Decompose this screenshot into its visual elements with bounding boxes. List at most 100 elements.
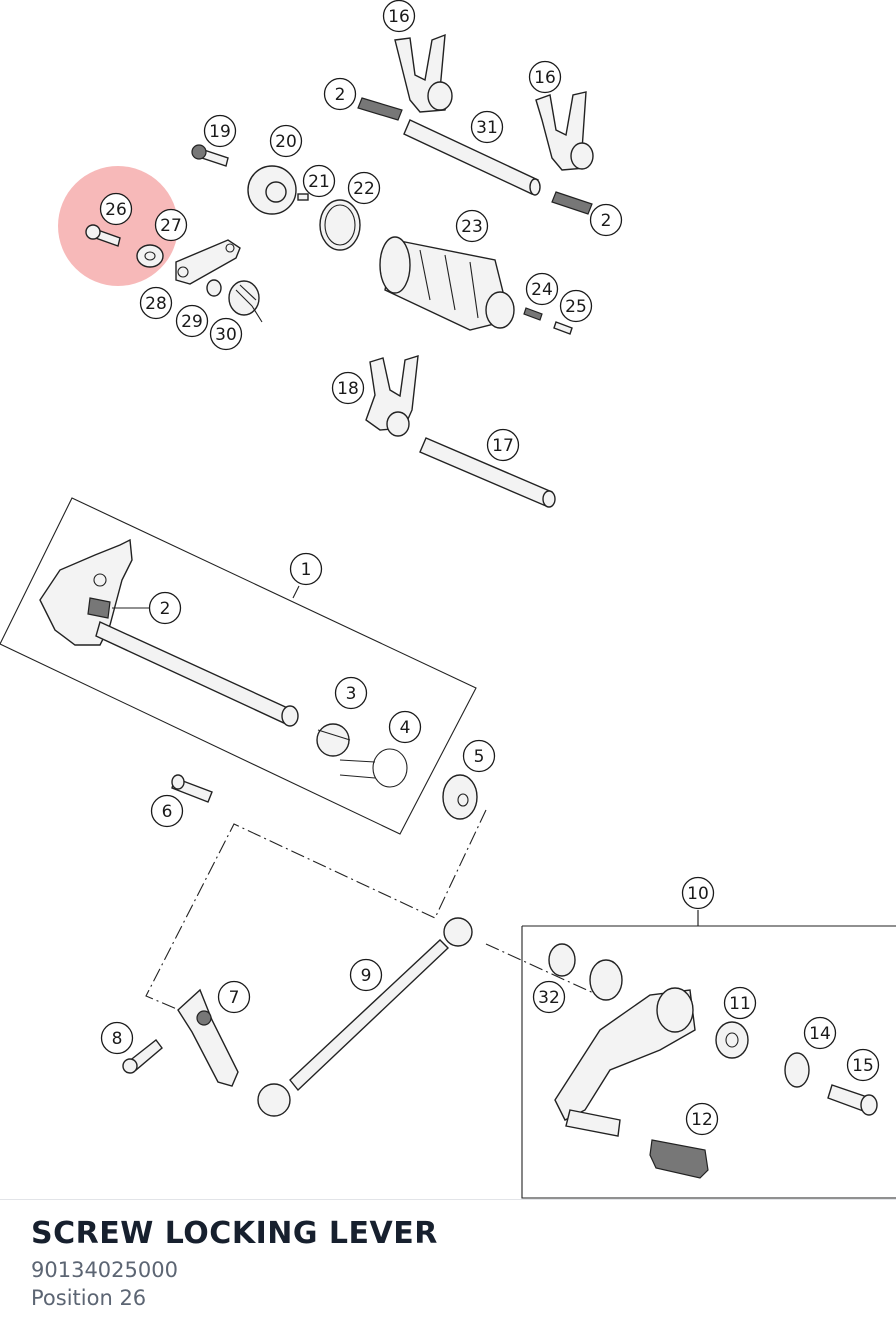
part-clip-3[interactable] (316, 723, 351, 757)
footer-divider (0, 1199, 896, 1200)
assembly-line-lower (145, 809, 487, 1013)
part-shift-lever-7[interactable] (177, 988, 239, 1087)
part-bearing-ring-22[interactable] (319, 199, 361, 251)
part-rod-17[interactable] (419, 437, 556, 508)
part-washer-27[interactable] (136, 244, 164, 268)
part-number: 90134025000 (31, 1258, 178, 1282)
callout-c16a[interactable]: 16 (382, 0, 416, 33)
callout-label: 11 (729, 994, 751, 1014)
callout-label: 23 (461, 217, 483, 237)
part-torsion-spring-30[interactable] (228, 280, 263, 323)
part-shift-rod-9[interactable] (257, 917, 473, 1117)
exploded-parts-diagram: 1621631192021222262723242528293018171234… (0, 0, 896, 1199)
part-spring-2c[interactable] (87, 597, 111, 619)
callout-c4[interactable]: 4 (388, 710, 422, 744)
part-shift-fork-16b[interactable] (535, 91, 594, 171)
callout-c5[interactable]: 5 (462, 739, 496, 773)
callout-label: 32 (538, 988, 560, 1008)
callout-label: 16 (388, 7, 410, 27)
part-pin-21[interactable] (297, 193, 309, 201)
callout-label: 3 (346, 684, 357, 704)
callout-label: 10 (687, 884, 709, 904)
callout-c32[interactable]: 32 (532, 980, 566, 1014)
part-bearing-11[interactable] (715, 1021, 749, 1059)
callout-c28[interactable]: 28 (139, 286, 173, 320)
callout-c9[interactable]: 9 (349, 958, 383, 992)
part-spring-4[interactable] (339, 748, 408, 788)
part-washer-32[interactable] (548, 943, 623, 1001)
callout-c7[interactable]: 7 (217, 980, 251, 1014)
part-screw-26[interactable] (85, 224, 121, 247)
part-washer-14[interactable] (784, 1052, 810, 1088)
callout-label: 1 (301, 560, 312, 580)
callout-c2b[interactable]: 2 (589, 203, 623, 237)
group-box-shift-shaft (0, 497, 477, 835)
callout-label: 8 (112, 1029, 123, 1049)
callout-c11[interactable]: 11 (723, 986, 757, 1020)
callout-c18[interactable]: 18 (331, 371, 365, 405)
group-box-shift-lever (521, 925, 896, 1199)
part-locking-lever-28[interactable] (175, 239, 241, 285)
callout-label: 2 (335, 85, 346, 105)
callout-c2a[interactable]: 2 (323, 77, 357, 111)
part-shift-fork-18[interactable] (365, 355, 419, 437)
callout-c2c[interactable]: 2 (148, 591, 182, 625)
callout-c22[interactable]: 22 (347, 171, 381, 205)
callout-label: 16 (534, 68, 556, 88)
callout-label: 5 (474, 747, 485, 767)
callout-label: 19 (209, 122, 231, 142)
callout-c16b[interactable]: 16 (528, 60, 562, 94)
callout-label: 14 (809, 1024, 831, 1044)
callout-c15[interactable]: 15 (846, 1048, 880, 1082)
callout-label: 4 (400, 718, 411, 738)
part-bolt-15[interactable] (827, 1084, 878, 1116)
part-spring-2b[interactable] (551, 191, 593, 215)
callout-c6[interactable]: 6 (150, 794, 184, 828)
callout-c14[interactable]: 14 (803, 1016, 837, 1050)
part-shift-drum-23[interactable] (379, 236, 515, 331)
part-washer-5[interactable] (442, 774, 478, 820)
part-washer-29[interactable] (206, 279, 222, 297)
callout-c19[interactable]: 19 (203, 114, 237, 148)
callout-label: 9 (361, 966, 372, 986)
part-pin-25[interactable] (553, 321, 573, 335)
callout-label: 26 (105, 200, 127, 220)
part-position: Position 26 (31, 1286, 147, 1310)
callout-c1[interactable]: 1 (289, 552, 323, 586)
callout-c27[interactable]: 27 (154, 208, 188, 242)
callout-c12[interactable]: 12 (685, 1102, 719, 1136)
callout-c8[interactable]: 8 (100, 1021, 134, 1055)
callout-label: 31 (476, 118, 498, 138)
callout-c25[interactable]: 25 (559, 289, 593, 323)
callout-c26[interactable]: 26 (99, 192, 133, 226)
callout-c3[interactable]: 3 (334, 676, 368, 710)
part-shift-fork-16a[interactable] (394, 33, 453, 113)
callout-leaders (112, 585, 699, 926)
callout-c17[interactable]: 17 (486, 428, 520, 462)
part-spring-2a[interactable] (357, 97, 403, 121)
callout-c20[interactable]: 20 (269, 124, 303, 158)
callout-c31[interactable]: 31 (470, 110, 504, 144)
callout-c30[interactable]: 30 (209, 317, 243, 351)
callout-c10[interactable]: 10 (681, 876, 715, 910)
callout-c21[interactable]: 21 (302, 164, 336, 198)
part-info-panel: SCREW LOCKING LEVER 90134025000 Position… (31, 1212, 438, 1312)
part-screw-8[interactable] (122, 1039, 163, 1074)
callout-label: 28 (145, 294, 167, 314)
part-rubber-12[interactable] (649, 1139, 709, 1179)
part-rod-31[interactable] (403, 119, 541, 196)
callout-c24[interactable]: 24 (525, 272, 559, 306)
part-bolt-6[interactable] (171, 774, 213, 803)
part-shift-shaft-1[interactable] (39, 538, 299, 727)
part-gear-lever-arm[interactable] (554, 987, 696, 1137)
part-name: SCREW LOCKING LEVER (31, 1216, 438, 1251)
callout-label: 18 (337, 379, 359, 399)
callout-c29[interactable]: 29 (175, 304, 209, 338)
part-pin-24[interactable] (523, 307, 543, 321)
callout-c23[interactable]: 23 (455, 209, 489, 243)
callout-label: 17 (492, 436, 514, 456)
part-shift-star-20[interactable] (247, 165, 297, 215)
callout-label: 29 (181, 312, 203, 332)
callout-label: 2 (601, 211, 612, 231)
part-screw-19[interactable] (191, 144, 229, 167)
